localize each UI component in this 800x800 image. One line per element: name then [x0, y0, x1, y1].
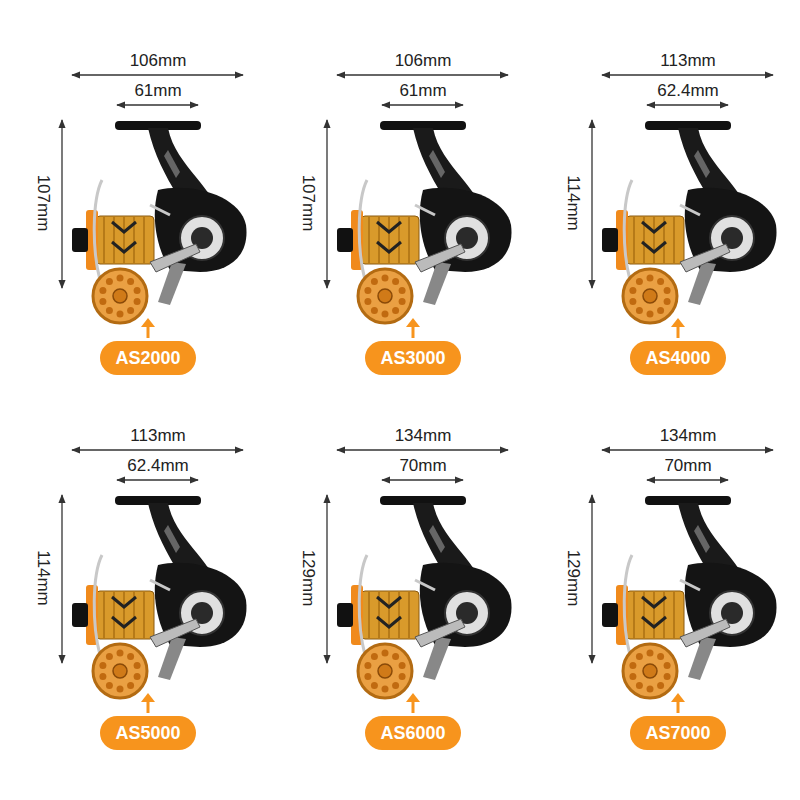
handle-width: 70mm: [664, 456, 711, 476]
model-name: AS6000: [380, 723, 445, 744]
handle-width: 70mm: [399, 456, 446, 476]
model-pill: AS6000: [365, 716, 461, 750]
overall-height: 129mm: [298, 550, 318, 607]
model-name: AS3000: [380, 348, 445, 369]
overall-width: 113mm: [660, 51, 715, 71]
overall-height: 129mm: [563, 550, 583, 607]
reel-figure: [62, 450, 247, 713]
model-name: AS4000: [645, 348, 710, 369]
overall-height: 114mm: [33, 550, 53, 605]
reel-figure: [327, 450, 512, 713]
reel-figure: [327, 75, 512, 338]
model-pill: AS7000: [630, 716, 726, 750]
overall-width: 113mm: [130, 426, 185, 446]
reel-figure: [592, 75, 777, 338]
reel-figure: [62, 75, 247, 338]
overall-width: 134mm: [395, 426, 452, 446]
model-pill: AS5000: [100, 716, 196, 750]
overall-height: 107mm: [298, 175, 318, 232]
handle-width: 62.4mm: [657, 81, 718, 101]
overall-width: 134mm: [660, 426, 717, 446]
model-name: AS2000: [115, 348, 180, 369]
model-pill: AS3000: [365, 341, 461, 375]
overall-width: 106mm: [130, 51, 187, 71]
overall-height: 107mm: [33, 175, 53, 232]
reel-figure: [592, 450, 777, 713]
overall-height: 114mm: [563, 175, 583, 230]
overall-width: 106mm: [395, 51, 452, 71]
model-pill: AS4000: [630, 341, 726, 375]
handle-width: 62.4mm: [127, 456, 188, 476]
handle-width: 61mm: [399, 81, 446, 101]
model-name: AS5000: [115, 723, 180, 744]
handle-width: 61mm: [134, 81, 181, 101]
model-pill: AS2000: [100, 341, 196, 375]
model-name: AS7000: [645, 723, 710, 744]
